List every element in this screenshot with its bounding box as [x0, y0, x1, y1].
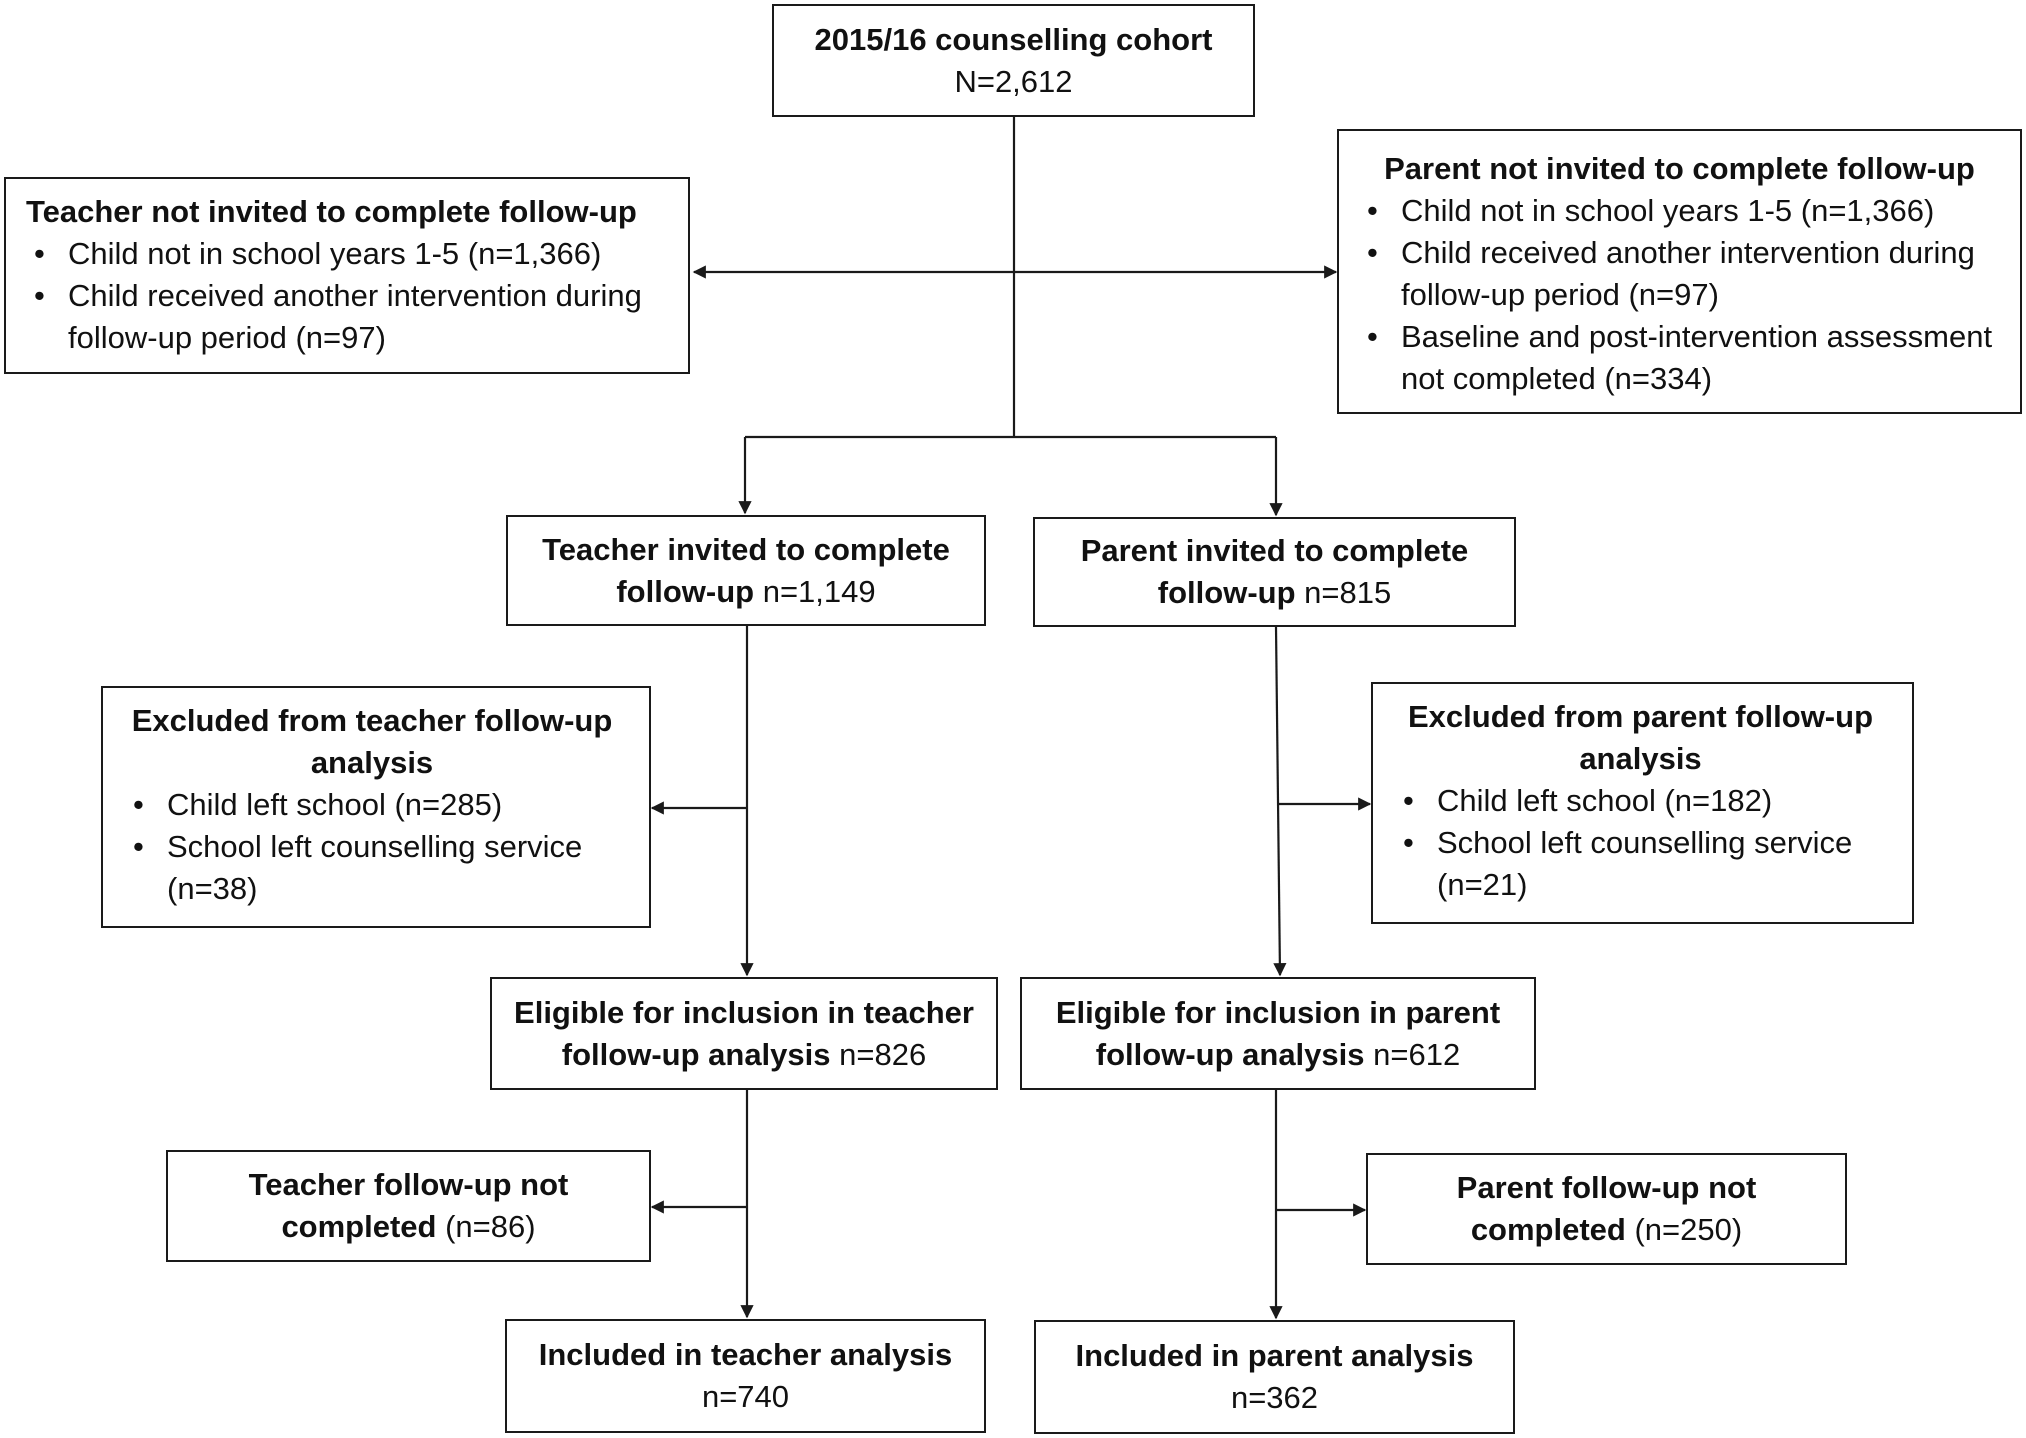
cohort-box: 2015/16 counselling cohort N=2,612: [772, 4, 1255, 117]
list-item: Child received another intervention duri…: [26, 275, 672, 359]
teacher-not-completed-line2: completed (n=86): [168, 1206, 649, 1248]
list-item: Child left school (n=182): [1395, 780, 1886, 822]
parent-excluded-title: Excluded from parent follow-up analysis: [1407, 699, 1873, 776]
list-item: Child left school (n=285): [125, 784, 619, 826]
parent-not-completed-n: (n=250): [1625, 1212, 1743, 1247]
teacher-invited-line2: follow-up n=1,149: [508, 571, 984, 613]
parent-invited-line2-bold: follow-up: [1157, 575, 1296, 610]
parent-not-invited-list: Child not in school years 1-5 (n=1,366) …: [1359, 190, 2000, 400]
cohort-n: N=2,612: [954, 63, 1073, 99]
teacher-not-invited-box: Teacher not invited to complete follow-u…: [4, 177, 690, 374]
parent-included-n: n=362: [1230, 1380, 1319, 1415]
teacher-not-completed-line1: Teacher follow-up not: [248, 1167, 569, 1202]
parent-not-completed-box: Parent follow-up not completed (n=250): [1366, 1153, 1847, 1265]
teacher-invited-box: Teacher invited to complete follow-up n=…: [506, 515, 986, 626]
parent-not-invited-box: Parent not invited to complete follow-up…: [1337, 129, 2022, 414]
parent-not-invited-title: Parent not invited to complete follow-up: [1384, 151, 1975, 186]
teacher-excluded-box: Excluded from teacher follow-up analysis…: [101, 686, 651, 928]
parent-invited-line2: follow-up n=815: [1035, 572, 1514, 614]
parent-not-completed-line2-bold: completed: [1470, 1212, 1626, 1247]
parent-eligible-line2-bold: follow-up analysis: [1095, 1036, 1365, 1072]
teacher-included-title: Included in teacher analysis: [538, 1337, 953, 1372]
teacher-excluded-list: Child left school (n=285) School left co…: [125, 784, 619, 910]
parent-included-box: Included in parent analysis n=362: [1034, 1320, 1515, 1434]
teacher-not-completed-line2-bold: completed: [281, 1209, 437, 1244]
teacher-included-n: n=740: [701, 1379, 790, 1414]
list-item: Child not in school years 1-5 (n=1,366): [26, 233, 672, 275]
teacher-eligible-line1: Eligible for inclusion in teacher: [514, 994, 974, 1030]
parent-excluded-box: Excluded from parent follow-up analysis …: [1371, 682, 1914, 924]
parent-invited-n: n=815: [1295, 575, 1392, 610]
parent-eligible-box: Eligible for inclusion in parent follow-…: [1020, 977, 1536, 1090]
teacher-eligible-line2: follow-up analysis n=826: [492, 1034, 996, 1076]
parent-eligible-line2: follow-up analysis n=612: [1022, 1034, 1534, 1076]
cohort-title: 2015/16 counselling cohort: [814, 21, 1213, 57]
list-item: Child received another intervention duri…: [1359, 232, 2000, 316]
list-item: School left counselling service (n=21): [1395, 822, 1886, 906]
teacher-not-invited-list: Child not in school years 1-5 (n=1,366) …: [26, 233, 672, 359]
parent-included-title: Included in parent analysis: [1075, 1338, 1474, 1373]
list-item: Baseline and post-intervention assessmen…: [1359, 316, 2000, 400]
teacher-eligible-box: Eligible for inclusion in teacher follow…: [490, 977, 998, 1090]
parent-eligible-line1: Eligible for inclusion in parent: [1055, 994, 1501, 1030]
teacher-not-completed-box: Teacher follow-up not completed (n=86): [166, 1150, 651, 1262]
list-item: Child not in school years 1-5 (n=1,366): [1359, 190, 2000, 232]
parent-excluded-list: Child left school (n=182) School left co…: [1395, 780, 1886, 906]
teacher-excluded-title: Excluded from teacher follow-up analysis: [131, 703, 613, 780]
list-item: School left counselling service (n=38): [125, 826, 619, 910]
parent-invited-line1: Parent invited to complete: [1080, 533, 1469, 568]
teacher-invited-line1: Teacher invited to complete: [542, 531, 950, 567]
teacher-invited-n: n=1,149: [754, 573, 876, 609]
teacher-included-box: Included in teacher analysis n=740: [505, 1319, 986, 1433]
parent-not-completed-line2: completed (n=250): [1368, 1209, 1845, 1251]
parent-invited-box: Parent invited to complete follow-up n=8…: [1033, 517, 1516, 627]
parent-eligible-n: n=612: [1364, 1036, 1461, 1072]
parent-trunk-1: [1273, 626, 1287, 977]
teacher-not-invited-title: Teacher not invited to complete follow-u…: [26, 194, 637, 229]
teacher-eligible-n: n=826: [830, 1036, 927, 1072]
teacher-eligible-line2-bold: follow-up analysis: [561, 1036, 831, 1072]
teacher-invited-line2-bold: follow-up: [616, 573, 755, 609]
teacher-not-completed-n: (n=86): [436, 1209, 536, 1244]
parent-not-completed-line1: Parent follow-up not: [1456, 1170, 1757, 1205]
